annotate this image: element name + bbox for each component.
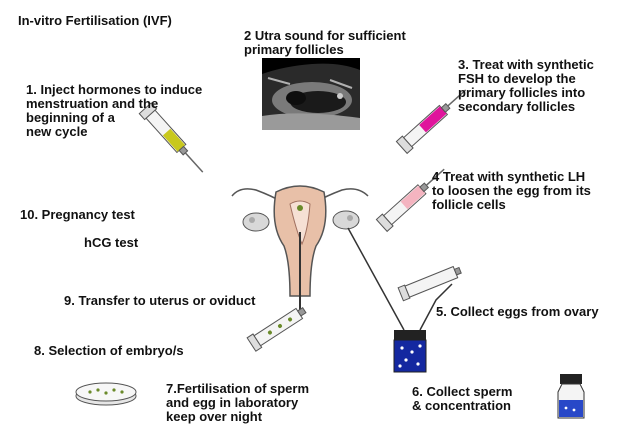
collection-tube xyxy=(419,283,453,331)
step-10-label: 10. Pregnancy test xyxy=(20,207,135,222)
step-5-label: 5. Collect eggs from ovary xyxy=(436,304,599,319)
step-7-label: 7.Fertilisation of sperm and egg in labo… xyxy=(166,381,310,424)
step-1-label: 1. Inject hormones to induce menstruatio… xyxy=(26,82,203,139)
syringe-step1-icon xyxy=(138,102,204,173)
step-9-label: 9. Transfer to uterus or oviduct xyxy=(64,293,256,308)
step-6-label: 6. Collect sperm & concentration xyxy=(412,384,513,413)
step-3-label: 3. Treat with synthetic FSH to develop t… xyxy=(458,57,594,114)
ultrasound-image xyxy=(262,58,360,130)
step-2-label: 2 Utra sound for sufficient primary foll… xyxy=(244,28,406,57)
collection-tube xyxy=(347,227,405,331)
step-4-label: 4 Treat with synthetic LH to loosen the … xyxy=(432,169,591,212)
diagram-title: In-vitro Fertilisation (IVF) xyxy=(18,13,172,28)
embryo-syringe-icon xyxy=(246,306,307,352)
syringe-step3-icon xyxy=(395,89,467,155)
hcg-test-label: hCG test xyxy=(84,235,139,250)
syringe-step5-icon xyxy=(397,265,462,302)
petri-dish-icon xyxy=(75,382,137,406)
syringe-step4-icon xyxy=(375,168,445,233)
step-8-label: 8. Selection of embryo/s xyxy=(34,343,184,358)
sperm-vial-icon xyxy=(557,374,585,419)
egg-collection-beaker-icon xyxy=(393,330,427,373)
